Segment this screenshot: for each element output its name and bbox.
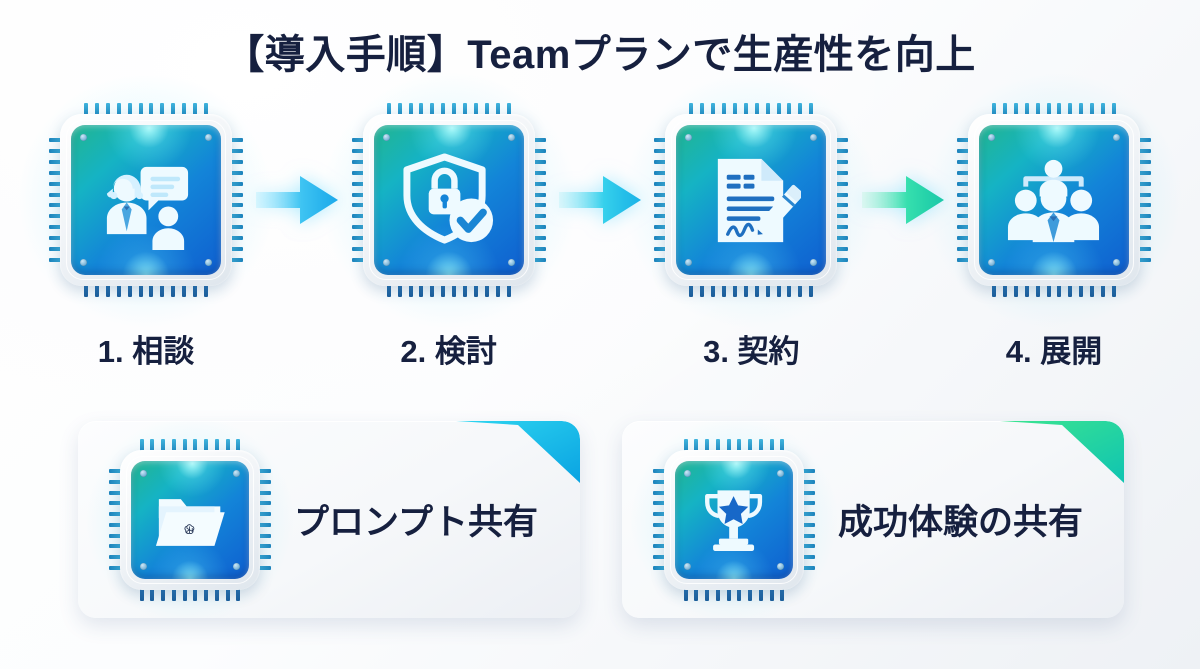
screw-icon	[233, 562, 240, 570]
screw-icon	[777, 562, 784, 570]
flow-arrow-3	[860, 168, 946, 232]
page-title: 【導入手順】Teamプランで生産性を向上	[224, 33, 976, 77]
flow-arrow-2	[557, 168, 643, 232]
card-corner-accent	[1000, 421, 1124, 483]
screw-icon	[507, 259, 515, 266]
chip-die	[71, 125, 221, 275]
screw-icon	[684, 562, 691, 570]
chip-frame	[665, 114, 838, 286]
screw-icon	[233, 469, 240, 477]
screw-icon	[685, 259, 693, 266]
flow-arrow-1	[254, 168, 340, 232]
step-label-1: 1. 相談	[97, 333, 195, 369]
chip-pins-bottom	[386, 282, 511, 297]
chip-pins-right	[256, 469, 271, 570]
chip-pins-left	[956, 138, 972, 262]
chip-pins-top	[84, 103, 208, 118]
screw-icon	[382, 134, 390, 141]
step-chip-deployment[interactable]	[924, 71, 1183, 329]
step-label-4: 4. 展開	[1005, 333, 1103, 369]
chip-pins-left	[109, 469, 124, 570]
feature-card-prompt-sharing[interactable]: プロンプト共有	[78, 421, 580, 618]
chip-frame	[120, 449, 260, 590]
folder-openai-logo-icon	[156, 499, 226, 546]
chip-die	[676, 125, 827, 275]
step-label-2: 2. 検討	[400, 333, 497, 369]
chip-pins-left	[351, 138, 367, 262]
chip-pins-bottom	[139, 585, 241, 601]
chip-frame	[362, 114, 535, 286]
card-chip-wrapper	[85, 421, 295, 618]
card-chip-wrapper	[629, 421, 839, 618]
chip-pins-left	[653, 469, 668, 570]
chip-pins-left	[49, 138, 64, 262]
screw-icon	[205, 134, 212, 141]
team-group-people-icon	[1008, 159, 1100, 242]
screw-icon	[205, 259, 212, 266]
step-label-3: 3. 契約	[703, 333, 800, 369]
screw-icon	[507, 134, 515, 141]
screw-icon	[140, 562, 147, 570]
chip-pins-left	[654, 138, 670, 262]
screw-icon	[80, 134, 87, 141]
chip-pins-bottom	[689, 282, 814, 297]
feature-card-success-sharing[interactable]: 成功体験の共有	[622, 421, 1124, 618]
screw-icon	[777, 469, 784, 477]
chip-die	[373, 125, 524, 275]
chip-pins-top	[386, 103, 511, 118]
chip-pins-right	[1135, 138, 1151, 262]
chip-pins-bottom	[683, 585, 785, 601]
card-corner-accent	[456, 421, 580, 483]
shield-lock-check-icon	[403, 152, 494, 244]
chip-pins-top	[689, 103, 814, 118]
chip-die	[675, 460, 793, 579]
consultation-headset-chat-icon	[106, 166, 188, 250]
step-chip-review[interactable]	[319, 71, 578, 329]
chip-pins-right	[833, 138, 849, 262]
chip-pins-top	[139, 438, 241, 454]
screw-icon	[1112, 134, 1120, 141]
step-chip-consultation[interactable]	[17, 71, 275, 329]
card-label-prompt-sharing: プロンプト共有	[294, 503, 538, 542]
chip-pins-right	[800, 469, 815, 570]
feature-cards-row: プロンプト共有	[78, 421, 1124, 618]
chip-pins-bottom	[84, 282, 208, 297]
card-label-success-sharing: 成功体験の共有	[838, 503, 1084, 542]
chip-frame	[664, 449, 804, 590]
screw-icon	[140, 469, 147, 477]
chip-pins-right	[530, 138, 546, 262]
screw-icon	[80, 259, 87, 266]
chip-die	[978, 125, 1129, 275]
step-labels-row: 1. 相談 2. 検討 3. 契約 4. 展開	[60, 322, 1140, 374]
step-chip-contract[interactable]	[622, 71, 881, 329]
screw-icon	[810, 259, 818, 266]
chip-pins-right	[228, 138, 243, 262]
screw-icon	[685, 134, 693, 141]
chip-die	[131, 460, 249, 579]
screw-icon	[810, 134, 818, 141]
process-flow-row	[17, 71, 1183, 329]
screw-icon	[684, 469, 691, 477]
screw-icon	[1112, 259, 1120, 266]
chip-pins-top	[992, 103, 1116, 118]
chip-frame	[967, 114, 1140, 286]
contract-document-pencil-icon	[717, 158, 801, 242]
card-chip-success[interactable]	[629, 421, 839, 618]
trophy-star-icon	[705, 490, 763, 551]
screw-icon	[987, 259, 995, 266]
chip-pins-bottom	[992, 282, 1116, 297]
chip-frame	[60, 114, 232, 286]
card-chip-prompt[interactable]	[85, 421, 295, 618]
chip-pins-top	[683, 438, 785, 454]
screw-icon	[382, 259, 390, 266]
screw-icon	[987, 134, 995, 141]
